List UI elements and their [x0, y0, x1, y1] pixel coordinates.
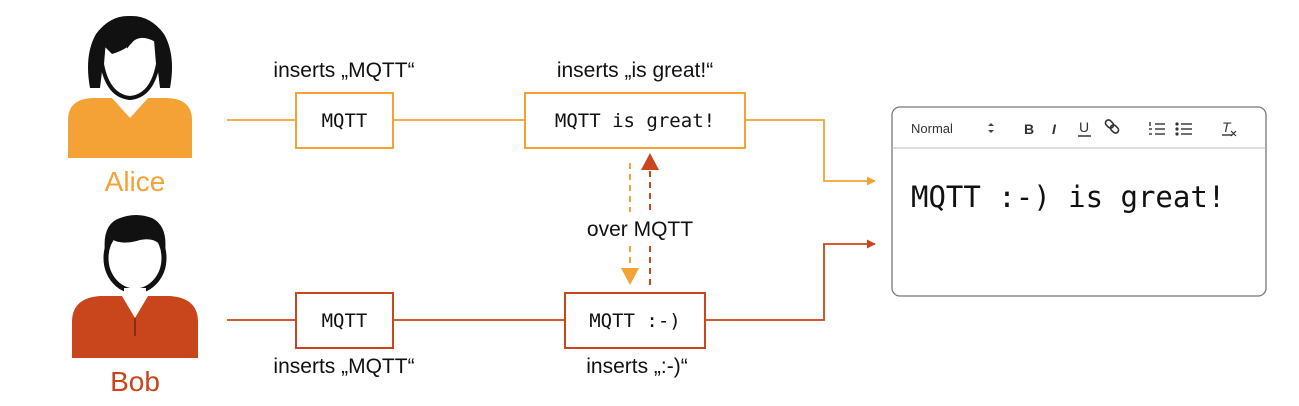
clear-format-icon[interactable]: T: [1222, 119, 1237, 137]
bob-step1-caption: inserts „MQTT“: [273, 355, 414, 378]
bob-step2-text: MQTT :-): [589, 310, 681, 332]
bob-step1-text: MQTT: [322, 310, 368, 332]
alice-name: Alice: [105, 166, 166, 197]
sync-label: over MQTT: [587, 218, 693, 241]
alice-step1-caption: inserts „MQTT“: [273, 59, 414, 82]
alice-step2-box: [524, 92, 746, 149]
italic-icon[interactable]: I: [1052, 121, 1057, 137]
alice-step2-caption: inserts „is great!“: [557, 59, 713, 82]
alice-timeline: [227, 119, 876, 186]
alice-step2-text: MQTT is great!: [555, 110, 715, 132]
sync-up-arrow-icon: [641, 153, 659, 170]
sync-down-arrow-icon: [621, 268, 639, 285]
bob-step2-caption: inserts „:-)“: [586, 355, 688, 378]
link-icon[interactable]: [1104, 119, 1120, 135]
bullet-list-icon[interactable]: [1175, 122, 1192, 136]
alice-avatar-icon: [68, 15, 192, 158]
underline-glyph: U: [1079, 119, 1089, 135]
bob-step1-box: [295, 292, 394, 349]
ordered-list-icon[interactable]: [1149, 122, 1165, 135]
bob-timeline: [227, 239, 876, 321]
clear-format-glyph: T: [1222, 119, 1232, 135]
underline-icon[interactable]: U: [1078, 119, 1091, 137]
editor-content[interactable]: MQTT :-) is great!: [911, 180, 1225, 214]
bob-step2-box: [564, 292, 706, 349]
bob-avatar-icon: [72, 215, 198, 358]
editor-window: Normal B I U: [891, 106, 1267, 297]
alice-step1-text: MQTT: [322, 110, 368, 132]
alice-step1-box: [295, 92, 394, 149]
format-select[interactable]: Normal: [911, 121, 953, 136]
editor-frame: [891, 106, 1267, 297]
bob-name: Bob: [110, 366, 160, 397]
format-select-chevron-icon[interactable]: [988, 123, 994, 133]
bold-icon[interactable]: B: [1024, 121, 1034, 137]
